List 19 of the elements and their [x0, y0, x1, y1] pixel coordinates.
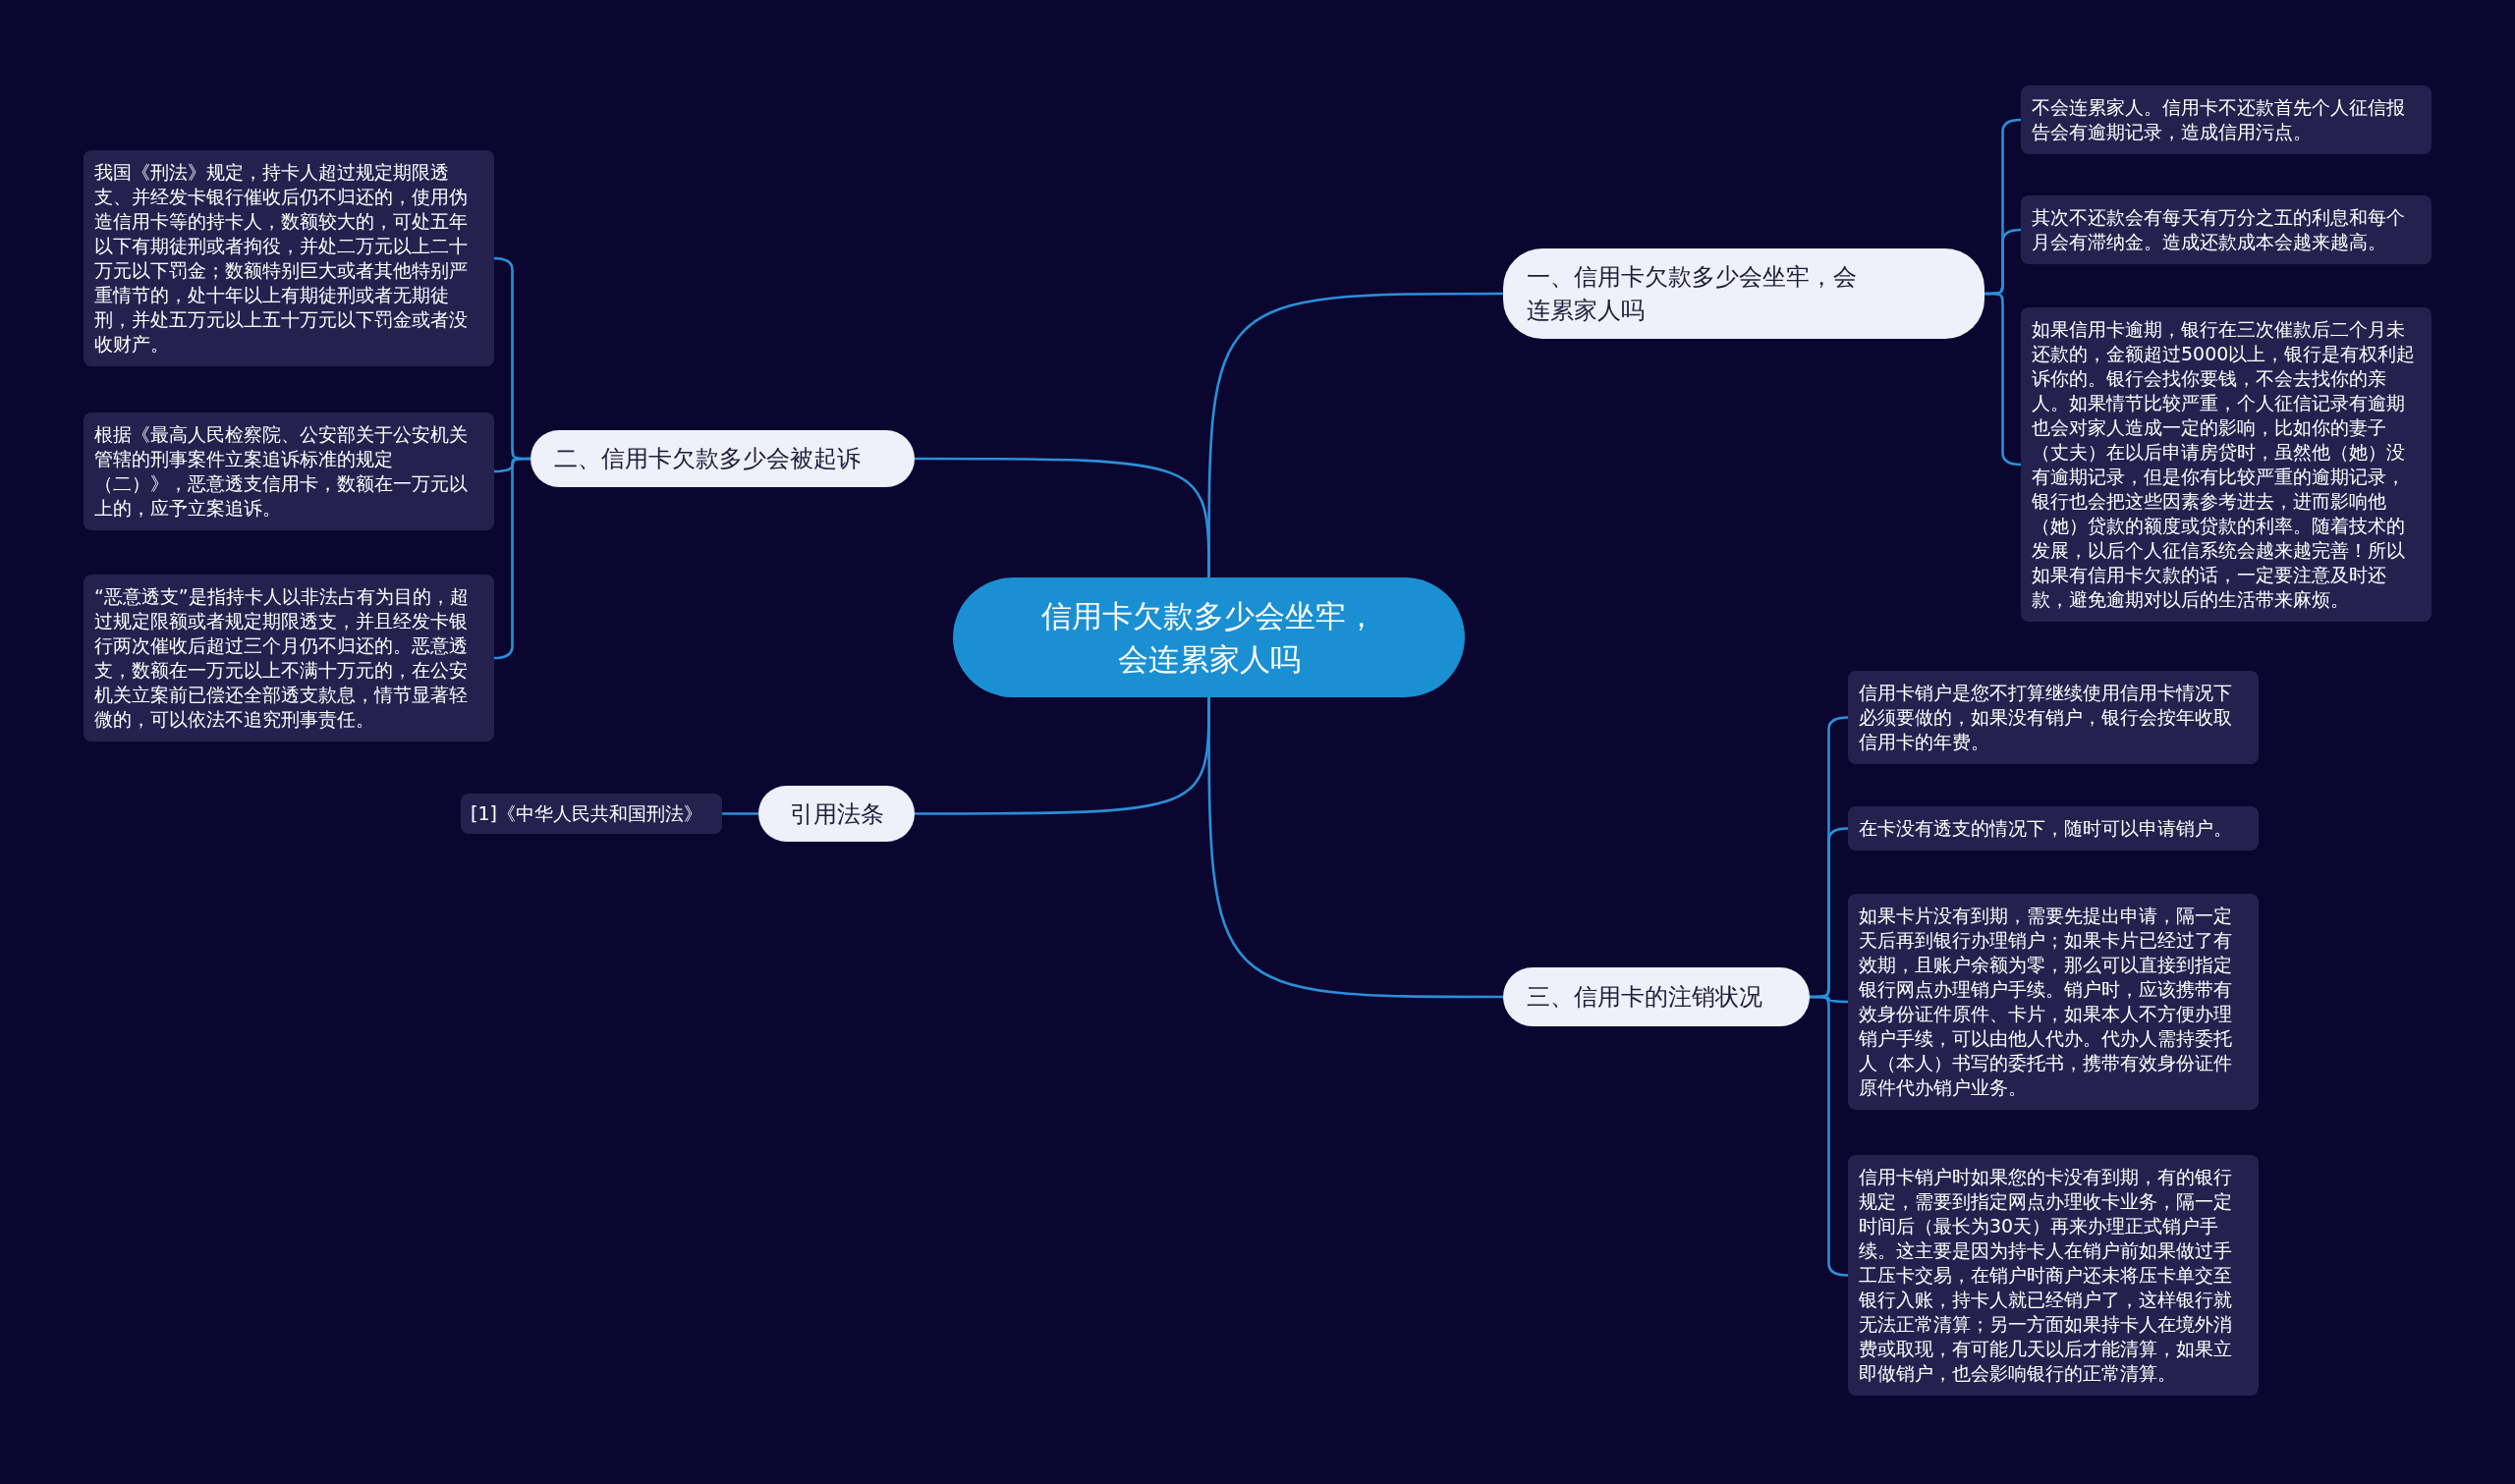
note-card: “恶意透支”是指持卡人以非法占有为目的，超过规定限额或者规定期限透支，并且经发卡银行两次催收后超过三个月仍不归还的。恶意透支，数额在一万元以上不满十万元的，在公安机关立案前已偿还全部透支款息，情节显著轻微的，可以依法不追究刑事责任。 [84, 575, 494, 742]
note-card: 其次不还款会有每天有万分之五的利息和每个月会有滞纳金。造成还款成本会越来越高。 [2021, 195, 2431, 264]
note-card: 在卡没有透支的情况下，随时可以申请销户。 [1848, 806, 2259, 851]
connector-line [915, 457, 1210, 577]
central-topic: 信用卡欠款多少会坐牢，会连累家人吗 [953, 577, 1465, 697]
note-card: 不会连累家人。信用卡不还款首先个人征信报告会有逾期记录，造成信用污点。 [2021, 85, 2431, 154]
note-card: 根据《最高人民检察院、公安部关于公安机关管辖的刑事案件立案追诉标准的规定（二）》，恶意透支信用卡，数额在一万元以上的，应予立案追诉。 [84, 412, 494, 530]
reference-note: [1]《中华人民共和国刑法》 [461, 794, 722, 834]
note-card: 信用卡销户是您不打算继续使用信用卡情况下必须要做的，如果没有销户，银行会按年收取信用卡的年费。 [1848, 671, 2259, 764]
note-card: 如果卡片没有到期，需要先提出申请，隔一定天后再到银行办理销户；如果卡片已经过了有效期，且账户余额为零，那么可以直接到指定银行网点办理销户手续。销户时，应该携带有效身份证件原件、卡片，如果本人不方便办理销户手续，可以由他人代办。代办人需持委托人（本人）书写的委托书，携带有效身份证件原件代办销户业务。 [1848, 894, 2259, 1110]
branch-topic: 一、信用卡欠款多少会坐牢，会连累家人吗 [1503, 248, 1984, 339]
note-card: 信用卡销户时如果您的卡没有到期，有的银行规定，需要到指定网点办理收卡业务，隔一定时间后（最长为30天）再来办理正式销户手续。这主要是因为持卡人在销户前如果做过手工压卡交易，在销户时商户还未将压卡单交至银行入账，持卡人就已经销户了，这样银行就无法正常清算；另一方面如果持卡人在境外消费或取现，有可能几天以后才能清算，如果立即做销户，也会影响银行的正常清算。 [1848, 1155, 2259, 1396]
branch-topic: 三、信用卡的注销状况 [1503, 967, 1810, 1026]
branch-topic: 引用法条 [758, 786, 915, 842]
note-card: 如果信用卡逾期，银行在三次催款后二个月未还款的，金额超过5000以上，银行是有权利起诉你的。银行会找你要钱，不会去找你的亲人。如果情节比较严重，个人征信记录有逾期也会对家人造成一定的影响，比如你的妻子（丈夫）在以后申请房贷时，虽然他（她）没有逾期记录，但是你有比较严重的逾期记录，银行也会把这些因素参考进去，进而影响他（她）贷款的额度或贷款的利率。随着技术的发展，以后个人征信系统会越来越完善！所以如果有信用卡欠款的话，一定要注意及时还款，避免逾期对以后的生活带来麻烦。 [2021, 307, 2431, 622]
connector-line [1207, 697, 1503, 999]
branch-topic: 二、信用卡欠款多少会被起诉 [531, 430, 915, 487]
connector-line [722, 812, 758, 815]
note-card: 我国《刑法》规定，持卡人超过规定期限透支、并经发卡银行催收后仍不归还的，使用伪造信用卡等的持卡人，数额较大的，可处五年以下有期徒刑或者拘役，并处二万元以上二十万元以下罚金；数额特别巨大或者其他特别严重情节的，处十年以上有期徒刑或者无期徒刑，并处五万元以上五十万元以下罚金或者没收财产。 [84, 150, 494, 366]
